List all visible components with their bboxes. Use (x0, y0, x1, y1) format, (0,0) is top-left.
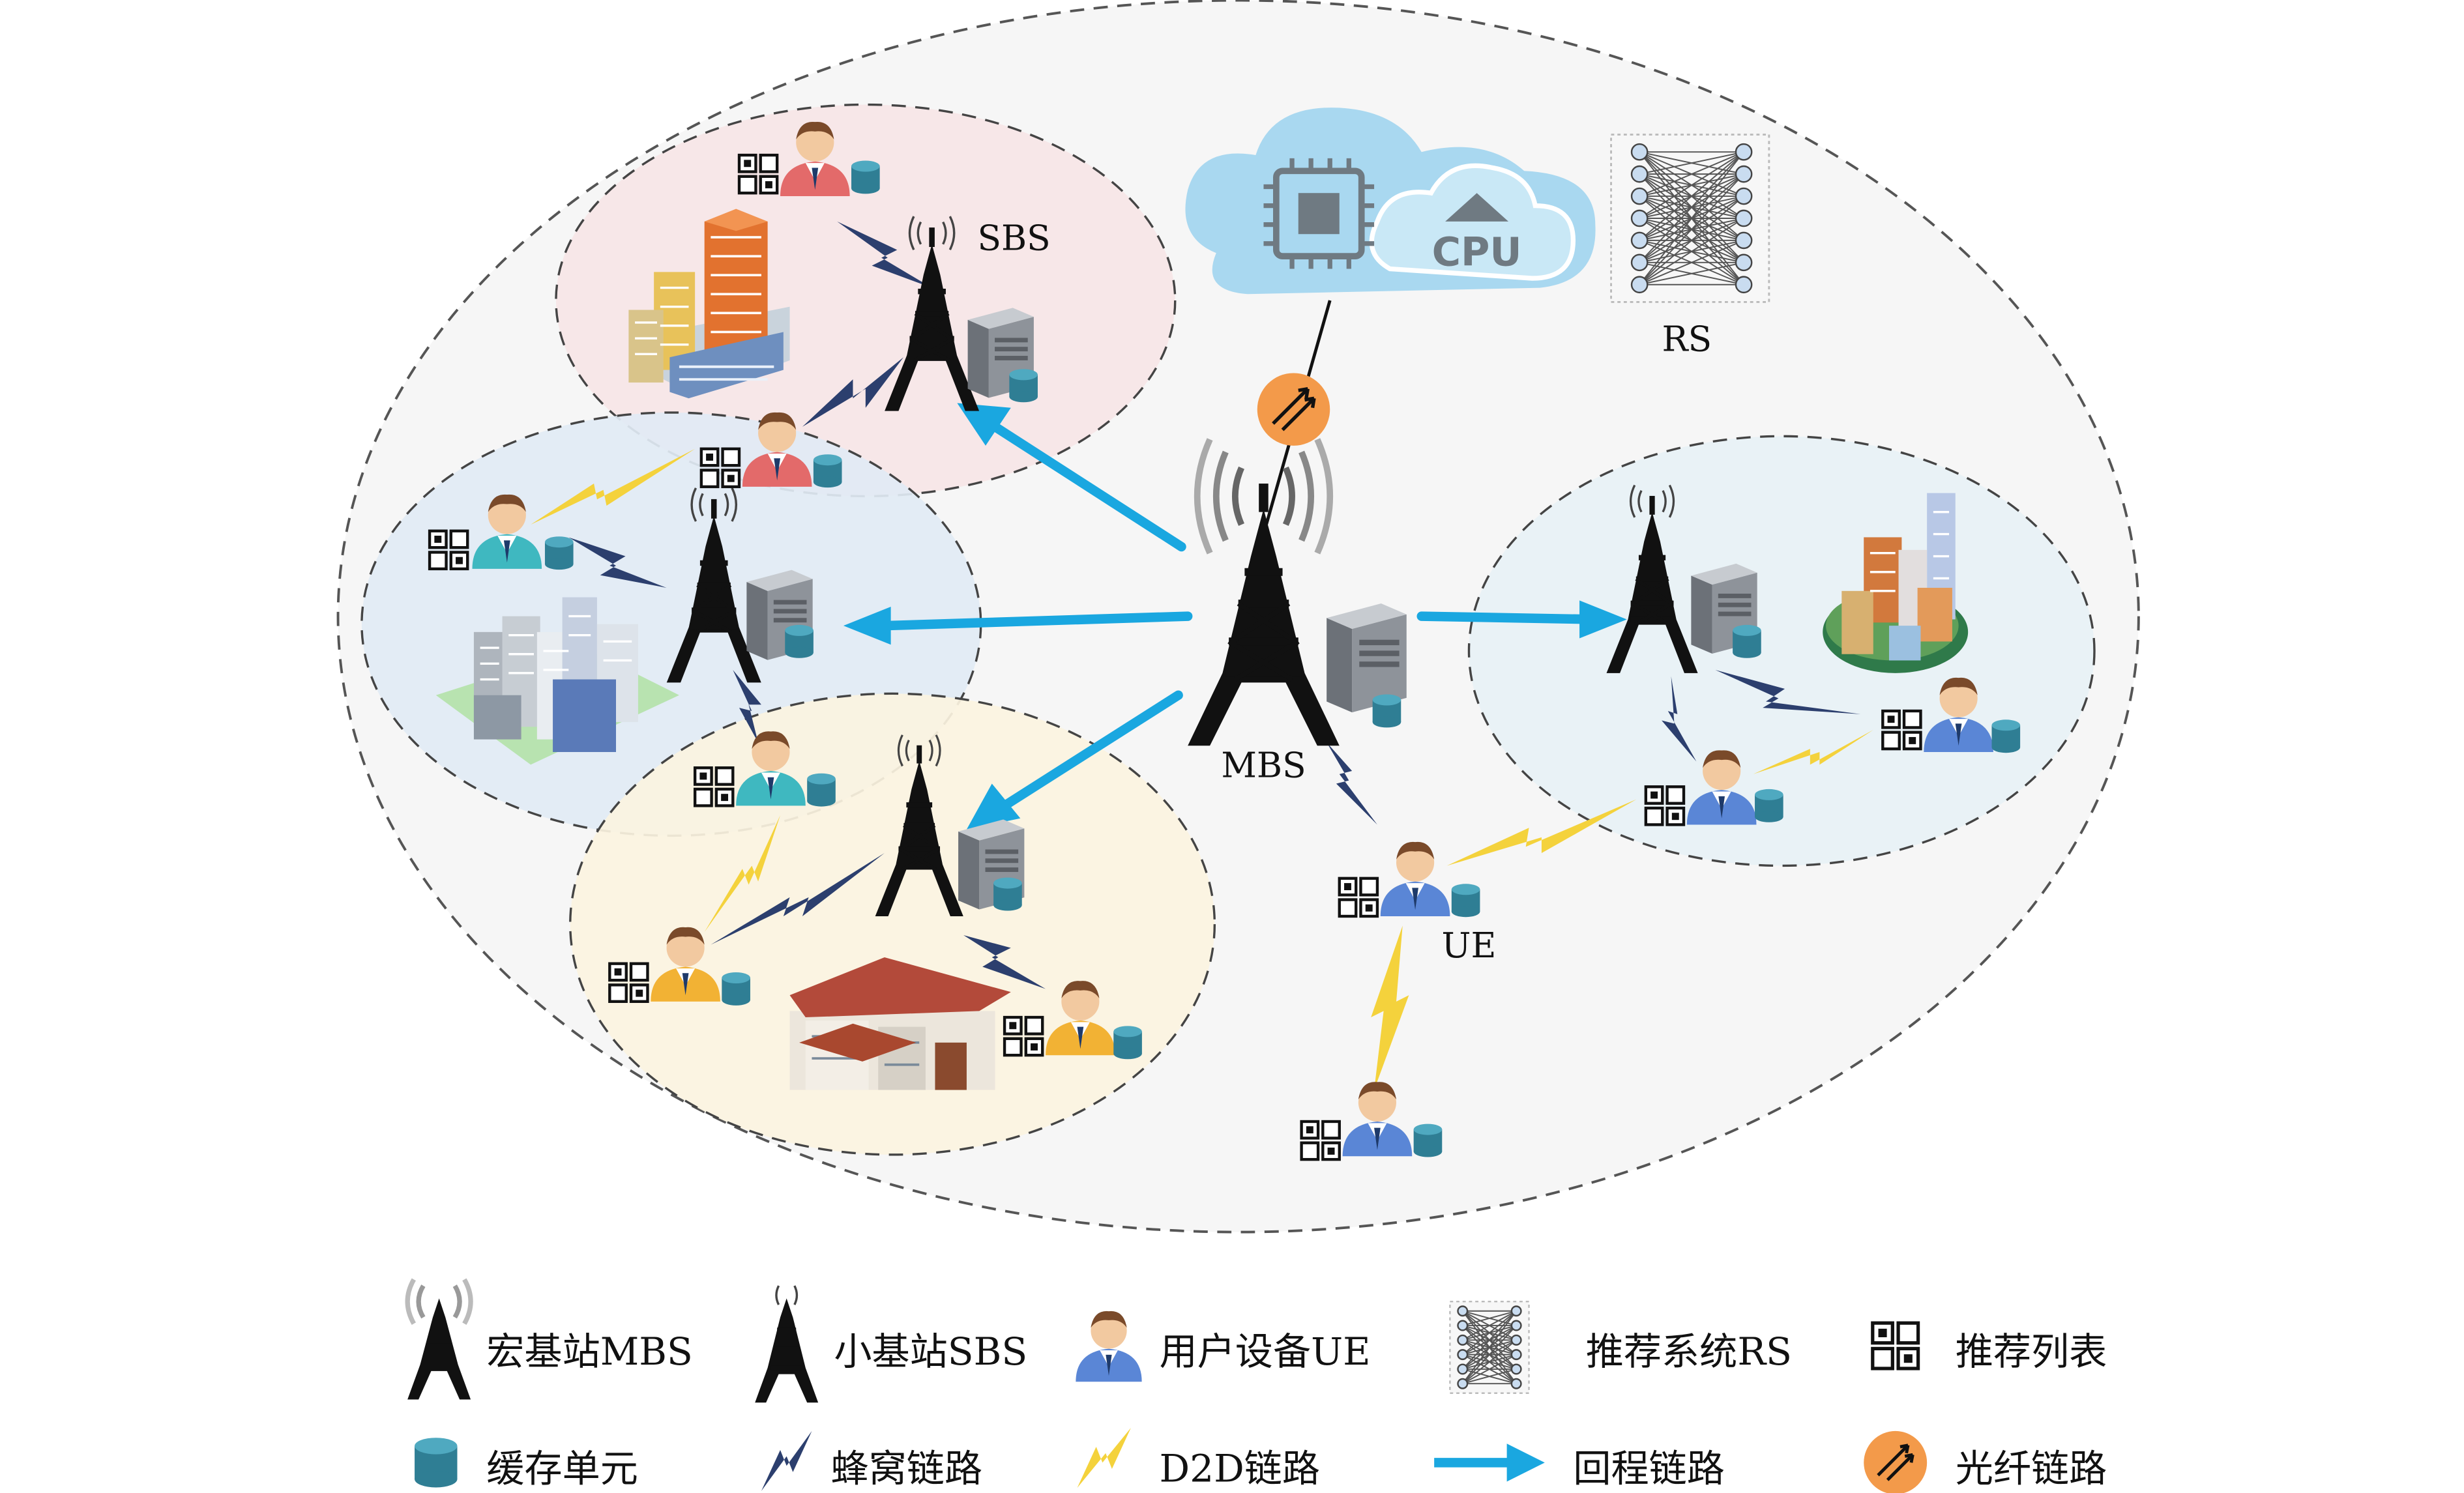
cache-unit-icon (415, 1438, 458, 1488)
legend-d2d-text: D2D链路 (1160, 1446, 1321, 1490)
legend-mbs-text: 宏基站MBS (486, 1329, 693, 1374)
small-base-station-icon (755, 1285, 819, 1403)
sbs-server-left (746, 570, 814, 660)
legend-cellular-text: 蜂窝链路 (831, 1446, 983, 1490)
sbs-server-bottom (958, 819, 1025, 911)
legend-ue-text: 用户设备UE (1160, 1329, 1371, 1374)
recommender-system-icon (1449, 1300, 1530, 1394)
cpu-label: CPU (1432, 230, 1522, 276)
cellular-link-icon (761, 1430, 812, 1491)
legend-backhaul-text: 回程链路 (1573, 1446, 1725, 1490)
ue-label: UE (1442, 925, 1497, 966)
backhaul-links (879, 422, 1600, 811)
user-equipment-icon (1076, 1311, 1142, 1382)
mbs-label: MBS (1221, 746, 1306, 786)
house-icon (789, 957, 1011, 1090)
recommender-system-network (1610, 134, 1770, 303)
fiber-link-icon (1864, 1430, 1928, 1493)
cloud-icon: CPU (1185, 108, 1596, 295)
legend: 宏基站MBS 小基站SBS 用户设备UE 推荐系统RS 推荐列表 缓存单元 蜂窝… (405, 1278, 2107, 1493)
legend-rs-text: 推荐系统RS (1586, 1329, 1792, 1374)
sbs-server-top (967, 308, 1038, 403)
legend-cache-text: 缓存单元 (486, 1446, 638, 1490)
sbs-label: SBS (978, 218, 1051, 258)
d2d-link-icon (1077, 1428, 1131, 1488)
sbs-server-right (1691, 563, 1761, 658)
rs-label: RS (1662, 319, 1712, 360)
green-island-buildings-icon (1823, 493, 1969, 673)
legend-sbs-text: 小基站SBS (834, 1329, 1027, 1374)
macro-base-station-icon (405, 1278, 473, 1400)
office-buildings-icon (628, 209, 790, 399)
chip-icon (1273, 167, 1365, 259)
recommendation-list-icon (1873, 1323, 1918, 1369)
backhaul-link-icon (1434, 1443, 1545, 1482)
legend-fiber-text: 光纤链路 (1956, 1446, 2107, 1490)
fiber-link-icon (1257, 373, 1330, 446)
legend-list-text: 推荐列表 (1956, 1329, 2107, 1374)
cellular-links (568, 221, 1861, 989)
city-buildings-icon (435, 597, 679, 765)
d2d-links (531, 448, 1873, 1090)
mbs-tower (1188, 438, 1340, 746)
